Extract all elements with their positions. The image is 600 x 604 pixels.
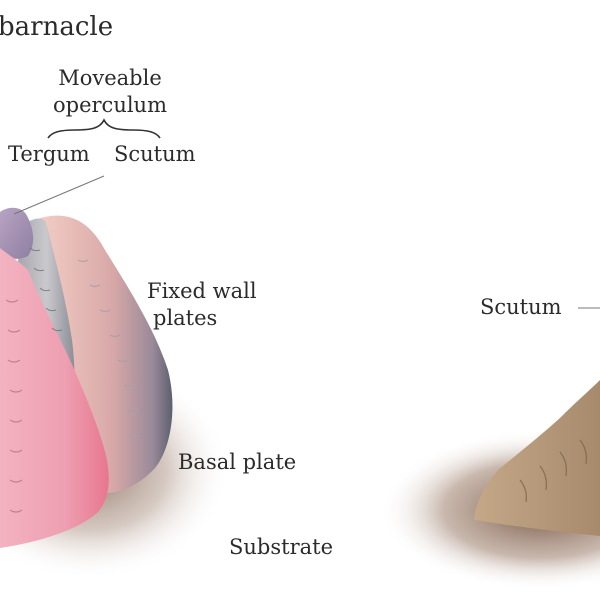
growth-lines-right [77, 259, 141, 438]
wall-plate-left [0, 248, 109, 548]
fixed-wall-label-line1: Fixed wall [147, 279, 257, 303]
diagram-title: barnacle [0, 12, 114, 42]
tergum-plate [0, 207, 34, 259]
scutum-right-label: Scutum [480, 295, 562, 319]
tergum-label: Tergum [8, 142, 90, 166]
right-barnacle-plate [474, 380, 600, 536]
wall-plate-right [40, 215, 173, 494]
operculum-label-line1: Moveable [58, 66, 162, 90]
scutum-left-leader [13, 175, 105, 215]
basal-plate-label: Basal plate [178, 450, 297, 474]
operculum-brace [47, 118, 161, 139]
substrate-label: Substrate [229, 535, 333, 559]
growth-lines-left [5, 299, 23, 513]
fixed-wall-label-line2: plates [153, 306, 218, 330]
operculum-label-line2: operculum [53, 93, 167, 117]
growth-lines-gray [29, 247, 63, 332]
right-growth-lines [519, 439, 588, 503]
scutum-left-label: Scutum [114, 142, 196, 166]
